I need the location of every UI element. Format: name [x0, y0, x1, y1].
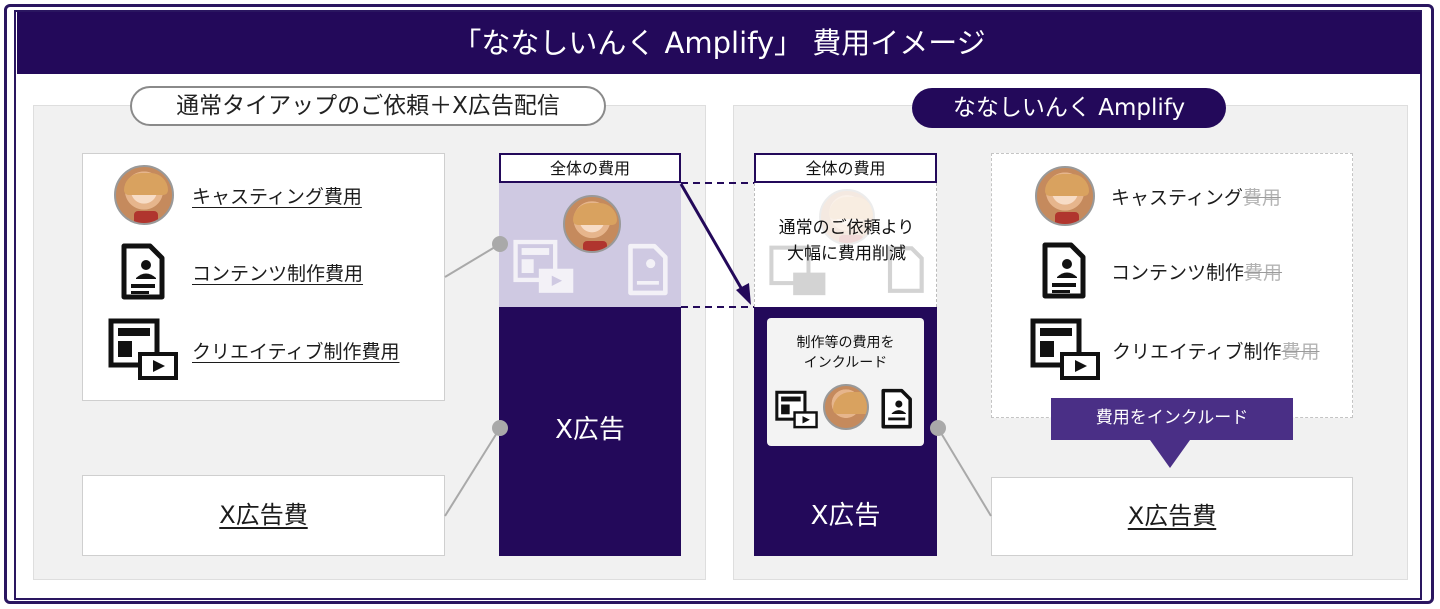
list-item: コンテンツ制作費用 [1039, 242, 1282, 300]
list-item: クリエイティブ制作費用 [108, 318, 399, 382]
video-layout-icon [1030, 318, 1100, 380]
left-pill: 通常タイアップのご依頼＋X広告配信 [130, 86, 606, 126]
document-icon [887, 246, 924, 293]
list-item: コンテンツ制作費用 [118, 243, 363, 301]
connector-dot [492, 420, 508, 436]
reduction-line-1: 通常のご依頼より [778, 218, 915, 238]
right-column-head: 全体の費用 [754, 153, 937, 183]
include-banner-label: 費用をインクルード [1095, 408, 1249, 428]
avatar-icon [563, 195, 621, 253]
avatar-icon [114, 165, 174, 225]
document-icon [121, 243, 165, 300]
casting-cost-label: キャスティング費用 [192, 185, 362, 208]
right-ad-cost-label: X広告費 [1127, 502, 1217, 530]
left-column-head: 全体の費用 [499, 153, 681, 183]
include-banner: 費用をインクルード [1051, 398, 1293, 440]
right-ad-cost-box [991, 477, 1353, 556]
right-casting-label: キャスティング [1111, 186, 1243, 209]
right-pill: ななしいんく Amplify [912, 88, 1226, 128]
include-card-line-2: インクルード [803, 355, 888, 371]
down-arrow-icon [1150, 440, 1190, 468]
left-column-ad-label: X広告 [555, 415, 625, 445]
list-item: クリエイティブ制作費用 [1030, 318, 1320, 382]
video-layout-icon [775, 390, 818, 429]
right-column-ad-label: X広告 [810, 501, 881, 531]
avatar-icon [1035, 166, 1095, 226]
list-item: キャスティング費用 [1035, 166, 1281, 226]
document-icon [881, 388, 912, 429]
struck-cost: 費用 [1242, 186, 1281, 209]
right-creative-label: クリエイティブ制作 [1112, 340, 1282, 363]
list-item: キャスティング費用 [114, 165, 362, 225]
creative-cost-label: クリエイティブ制作費用 [192, 340, 400, 363]
include-card: 制作等の費用を インクルード [767, 318, 924, 446]
struck-cost: 費用 [1281, 340, 1320, 363]
left-column-icons [499, 183, 681, 307]
avatar-icon [823, 384, 869, 430]
document-icon [1042, 242, 1086, 299]
content-cost-label: コンテンツ制作費用 [192, 262, 364, 285]
video-layout-icon [513, 239, 574, 293]
left-ad-cost-label: X広告費 [219, 501, 308, 529]
video-layout-icon [769, 245, 826, 296]
page-title: 「ななしいんく Amplify」 費用イメージ [17, 12, 1421, 74]
document-icon [628, 243, 668, 296]
right-column-faded: 通常のご依頼より 大幅に費用削減 [754, 183, 937, 307]
right-content-label: コンテンツ制作 [1111, 261, 1245, 284]
connector-dot [492, 236, 508, 252]
left-column-ad: X広告 [499, 307, 681, 556]
left-ad-cost-box [82, 475, 445, 556]
video-layout-icon [108, 318, 178, 380]
reduction-line-2: 大幅に費用削減 [787, 244, 906, 264]
reduction-note: 通常のご依頼より 大幅に費用削減 [755, 215, 938, 267]
include-card-line-1: 制作等の費用を [796, 335, 895, 351]
struck-cost: 費用 [1244, 261, 1283, 284]
avatar-icon [819, 189, 875, 245]
connector-dot [930, 420, 946, 436]
